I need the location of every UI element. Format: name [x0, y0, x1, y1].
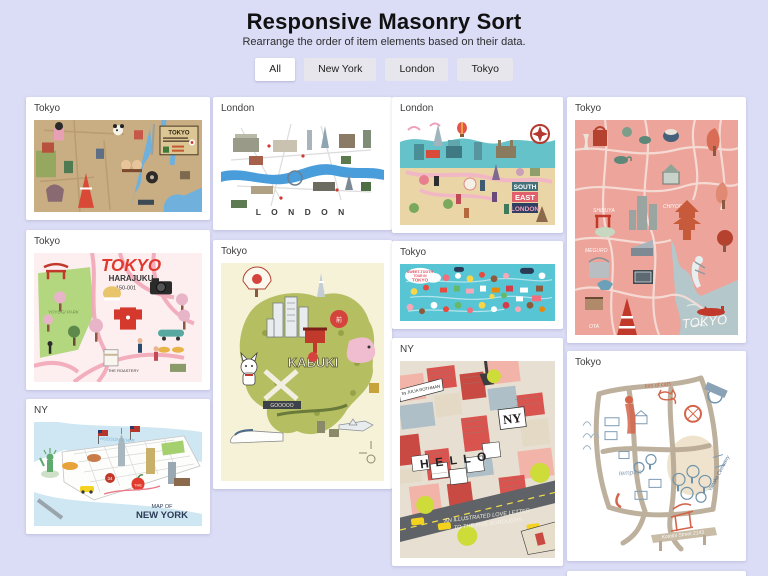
cat-icon [657, 388, 677, 405]
masonry-card-partial[interactable] [567, 571, 746, 576]
district-chiyoda-text: CHIYODA [663, 204, 686, 210]
rickshaw-wheel-icon [704, 381, 728, 404]
sweets-line1-text: SWEET-TOOTH [407, 270, 434, 274]
filter-button-tokyo[interactable]: Tokyo [457, 58, 513, 81]
ny-sign-text: NY [502, 410, 523, 427]
masonry-card[interactable]: NY THE 34 [26, 399, 210, 534]
svg-text:前: 前 [336, 316, 342, 324]
south-east-london-map-illustration: SOUTH EAST LONDON [400, 120, 555, 225]
tokyo-harajuku-map-illustration: YOYOGI PARK TOKYO HARAJUKU 150-001 THE R… [34, 253, 202, 382]
masonry-card[interactable]: London [392, 97, 563, 233]
lots-of-cats-text: lots of cats [645, 381, 672, 390]
tokyo-sign-text: TOKYO [168, 130, 189, 136]
card-label: Tokyo [575, 357, 602, 368]
us-flag-icon [98, 430, 108, 444]
page-subtitle: Rearrange the order of item elements bas… [242, 36, 526, 48]
card-label: Tokyo [221, 246, 248, 257]
kototoi-street-text: Kototoi Street 2143 [661, 530, 704, 541]
masonry-card[interactable]: NY HELLO NY by JULIA ROTHMAN [392, 338, 563, 566]
sweets-line2-text: TOUR IN [413, 274, 427, 278]
london-block-text: LONDON [511, 206, 539, 213]
filter-bar: All New York London Tokyo [0, 58, 768, 81]
london-caption-text: L O N D O N [256, 207, 349, 217]
yoyogi-park-text: YOYOGI PARK [48, 309, 80, 314]
card-label: NY [34, 405, 48, 416]
sweets-line3-text: TOKYO [412, 278, 429, 283]
roastery-text: THE ROASTERY [108, 368, 139, 373]
harajuku-title-text: TOKYO [101, 256, 161, 275]
taxi-icon [80, 486, 94, 494]
masonry-card[interactable]: Tokyo SWEET-TOOTH TOUR IN TOKYO [392, 241, 563, 329]
new-york-text: NEW YORK [136, 510, 188, 521]
temple-icon [670, 503, 694, 532]
tokyo-yanaka-sketch-map-illustration: lots of cats temples Yanaka Cemetery Kot… [575, 374, 738, 553]
harajuku-sub-text: HARAJUKU [109, 274, 154, 283]
district-meguro-text: MEGURO [585, 248, 608, 254]
svg-text:34: 34 [107, 476, 113, 481]
map-of-new-york-illustration: THE 34 HUDSON RIVER MAP OF NEW YORK [34, 422, 202, 526]
filter-button-all[interactable]: All [255, 58, 296, 81]
district-ota-text: OTA [589, 324, 600, 330]
page-title: Responsive Masonry Sort [246, 9, 522, 34]
card-label: Tokyo [575, 103, 602, 114]
svg-text:GOOOOO: GOOOOO [270, 403, 293, 409]
hello-ny-book-cover-illustration: HELLO NY by JULIA ROTHMAN AN ILLUSTRATED… [400, 361, 555, 558]
hudson-river-text: HUDSON RIVER [100, 436, 136, 443]
masonry-card[interactable]: Tokyo TOKYO [26, 97, 210, 220]
masonry-card[interactable]: London L [213, 97, 392, 230]
svg-text:THE: THE [134, 483, 142, 488]
tokyo-illustrated-city-map-illustration: TOKYO [34, 120, 202, 212]
masonry-card[interactable]: Tokyo [567, 351, 746, 561]
card-label: London [400, 103, 434, 114]
kabuki-text: KABUKI [288, 355, 339, 370]
statue-of-liberty-icon [39, 448, 59, 478]
south-text: SOUTH [514, 184, 537, 191]
card-label: NY [400, 344, 414, 355]
east-text: EAST [515, 193, 535, 202]
card-label: Tokyo [34, 236, 61, 247]
card-label: Tokyo [34, 103, 61, 114]
tokyo-pink-districts-map-illustration: SHIBUYA CHIYODA MEGURO OTA [575, 120, 738, 335]
district-shibuya-text: SHIBUYA [593, 208, 615, 214]
map-of-text: MAP OF [152, 504, 174, 510]
us-flag-icon [130, 426, 140, 440]
masonry-card[interactable]: Tokyo SHIBUYA CHIYODA [567, 97, 746, 343]
london-thames-landmarks-map-illustration: L O N D O N [221, 120, 384, 222]
harajuku-code-text: 150-001 [116, 285, 136, 291]
temples-text: temples [619, 469, 643, 478]
tokyo-sweets-tour-banner-illustration: SWEET-TOOTH TOUR IN TOKYO [400, 264, 555, 321]
card-label: London [221, 103, 255, 114]
filter-button-london[interactable]: London [385, 58, 449, 81]
tokyo-green-island-map-illustration: 前 KABUKI GOOOOO [221, 263, 384, 481]
filter-button-new-york[interactable]: New York [304, 58, 377, 81]
card-label: Tokyo [400, 247, 427, 258]
empire-state-icon [118, 428, 125, 466]
tokyo-water-text: TOKYO [681, 312, 728, 332]
masonry-card[interactable]: Tokyo YOYOGI PARK TOKYO HARAJUKU [26, 230, 210, 390]
masonry-card[interactable]: Tokyo 前 KABUKI G [213, 240, 392, 489]
kimono-woman-icon [625, 395, 636, 434]
big-apple-icon: THE [131, 474, 145, 491]
header: Responsive Masonry Sort Rearrange the or… [0, 0, 768, 48]
